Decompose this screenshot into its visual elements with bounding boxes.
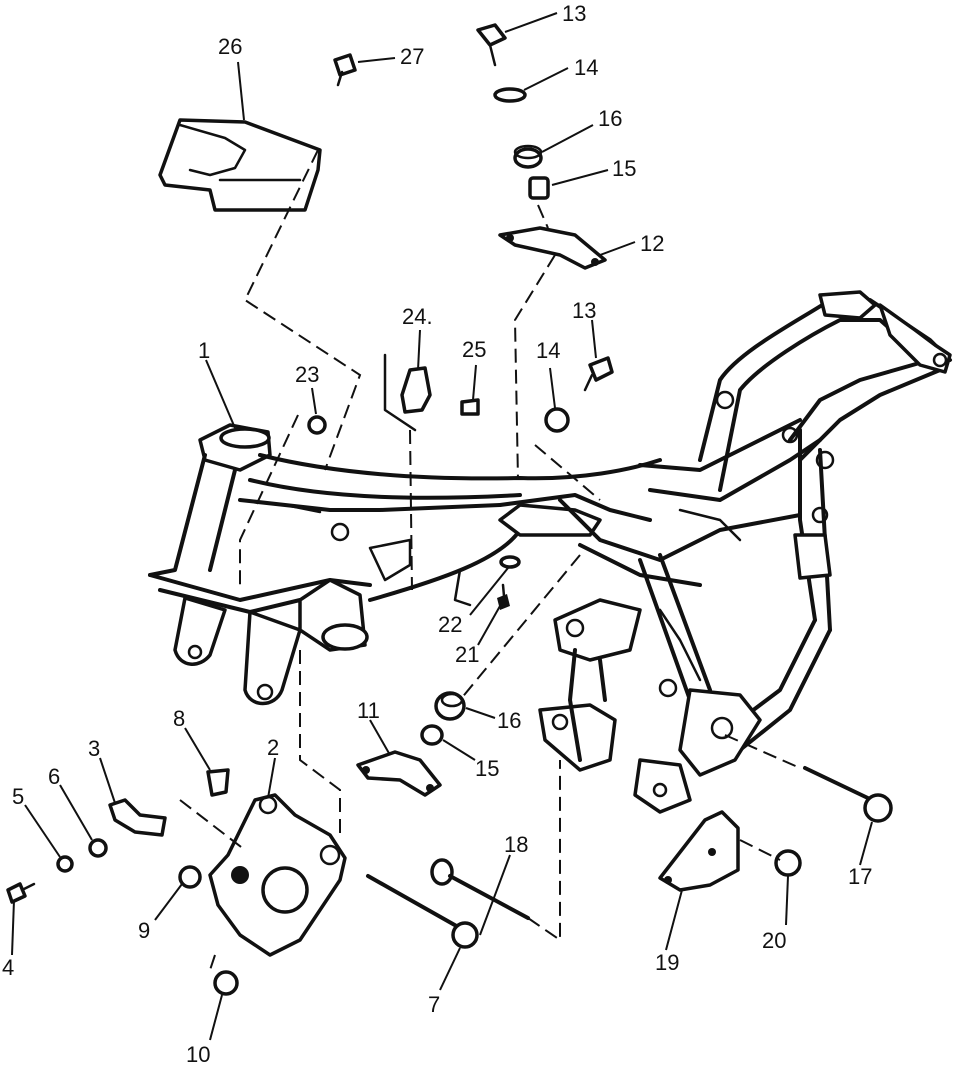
callout-5: 5 [12,784,24,809]
callout-8: 8 [173,706,185,731]
part-27-bolt [333,53,357,87]
part-13-bolt-top [476,23,507,67]
part-8-cap [206,768,230,797]
part-25-bolt [460,398,480,416]
part-19-bracket [658,810,740,892]
callout-21: 21 [455,642,479,667]
callout-11: 11 [357,698,380,723]
part-3-bracket [108,798,167,837]
callout-13-right: 13 [572,298,596,323]
part-9-cap [178,865,202,889]
part-10-cap [213,970,239,996]
part-20-nut [774,849,802,877]
assembly-lines [179,149,801,971]
part-6-washer [88,838,108,858]
callout-18: 18 [504,832,528,857]
part-26-cover [158,118,322,212]
callout-10: 10 [186,1042,210,1065]
callout-20: 20 [762,928,786,953]
callout-25: 25 [462,337,486,362]
callout-26: 26 [218,34,242,59]
main-frame [148,290,952,814]
part-13-bolt-right [583,356,614,392]
part-15-collar-top [528,176,550,200]
callout-22: 22 [438,612,462,637]
part-21-bolt [497,583,510,610]
part-24-clamp [383,353,432,432]
callout-2: 2 [267,735,279,760]
callout-23: 23 [295,362,319,387]
callout-17: 17 [848,864,872,889]
callout-12: 12 [640,231,664,256]
part-2-caliper-bracket [208,793,347,957]
part-17-through-bolt [803,766,893,823]
part-5-washer [56,855,74,873]
part-14-washer-top [493,87,527,103]
callout-6: 6 [48,764,60,789]
callout-24: 24. [402,304,433,329]
callout-3: 3 [88,736,100,761]
callout-16-lower: 16 [497,708,521,733]
leader-lines [11,12,873,1041]
part-18-through-bolt [430,858,530,920]
callout-15-lower: 15 [475,756,499,781]
part-7-through-bolt [366,874,479,949]
part-16-bushing-top [513,144,543,169]
callout-1: 1 [198,338,210,363]
callout-19: 19 [655,950,679,975]
part-12-bracket [498,226,607,270]
callout-15-top: 15 [612,156,636,181]
part-4-screw [6,882,36,904]
callout-14-top: 14 [574,55,598,80]
part-23-cap [307,415,327,435]
part-15-collar-lower [420,724,444,746]
callout-27: 27 [400,44,424,69]
callout-16-top: 16 [598,106,622,131]
callout-14-right: 14 [536,338,560,363]
part-22-nut [499,555,521,569]
part-14-washer-right [544,407,570,433]
callout-labels: 1 2 3 4 5 6 7 8 9 10 11 12 13 13 14 14 1… [2,1,872,1065]
callout-13-top: 13 [562,1,586,26]
part-11-bracket [356,750,442,797]
part-16-bushing-lower [434,691,466,721]
callout-4: 4 [2,955,14,980]
callout-9: 9 [138,918,150,943]
callout-7: 7 [428,992,440,1017]
